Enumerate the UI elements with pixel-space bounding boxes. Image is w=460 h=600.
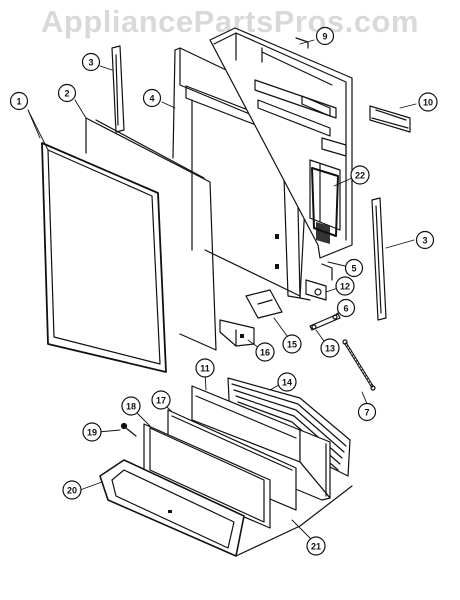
callout-label: 16: [260, 348, 270, 358]
callout-12: 12: [335, 276, 355, 296]
callout-14: 14: [277, 372, 297, 392]
callout-label: 12: [340, 282, 350, 292]
leader-lines: [27, 39, 417, 545]
control-panel-overlay: [143, 423, 271, 529]
side-trim-strip-left: [111, 45, 125, 133]
door-top-rail: [369, 105, 411, 133]
callout-15: 15: [282, 334, 302, 354]
callout-label: 17: [156, 396, 166, 406]
assembly-group-bracket: [235, 485, 353, 557]
callout-label: 13: [325, 344, 335, 354]
callout-5: 5: [344, 258, 364, 278]
door-gasket: [311, 167, 339, 237]
callout-label: 14: [282, 378, 292, 388]
callout-label: 19: [87, 428, 97, 438]
callout-18: 18: [121, 396, 141, 416]
mounting-screw: [120, 422, 137, 437]
callout-label: 6: [343, 304, 348, 314]
side-trim-strip-right: [371, 197, 387, 321]
hinge-arm: [309, 313, 341, 331]
callout-label: 21: [311, 542, 321, 552]
callout-1: 1: [9, 91, 29, 111]
inner-door-panel: [209, 27, 353, 259]
callout-22: 22: [350, 165, 370, 185]
callout-13: 13: [320, 338, 340, 358]
hinge-clip-bracket: [219, 319, 255, 347]
callout-label: 10: [423, 98, 433, 108]
latch-bracket: [305, 263, 333, 301]
callout-label: 18: [126, 402, 136, 412]
callout-label: 9: [322, 32, 327, 42]
outer-door-panel: [41, 142, 167, 373]
callout-label: 3: [88, 58, 93, 68]
callout-label: 1: [16, 97, 21, 107]
callout-9: 9: [315, 26, 335, 46]
callout-label: 15: [287, 340, 297, 350]
callout-16: 16: [255, 342, 275, 362]
callout-label: 4: [149, 94, 154, 104]
callout-2: 2: [57, 83, 77, 103]
door-spring: [342, 339, 376, 391]
callout-3-right: 3: [415, 230, 435, 250]
callout-label: 7: [364, 408, 369, 418]
callout-17: 17: [151, 390, 171, 410]
callout-label: 20: [67, 486, 77, 496]
callout-label: 2: [64, 89, 69, 99]
callout-7: 7: [357, 402, 377, 422]
control-panel-trim-frame: [99, 459, 245, 557]
door-panel-liner: [85, 117, 217, 351]
callout-3-left: 3: [81, 52, 101, 72]
callout-label: 5: [351, 264, 356, 274]
callout-21: 21: [306, 536, 326, 556]
callout-10: 10: [418, 92, 438, 112]
mounting-bracket-plate: [245, 289, 283, 319]
callout-4: 4: [142, 88, 162, 108]
callout-label: 11: [200, 364, 210, 374]
callout-label: 22: [355, 171, 365, 181]
callout-11: 11: [195, 358, 215, 378]
callout-20: 20: [62, 480, 82, 500]
callout-label: 3: [422, 236, 427, 246]
callout-6: 6: [336, 298, 356, 318]
callout-19: 19: [82, 422, 102, 442]
